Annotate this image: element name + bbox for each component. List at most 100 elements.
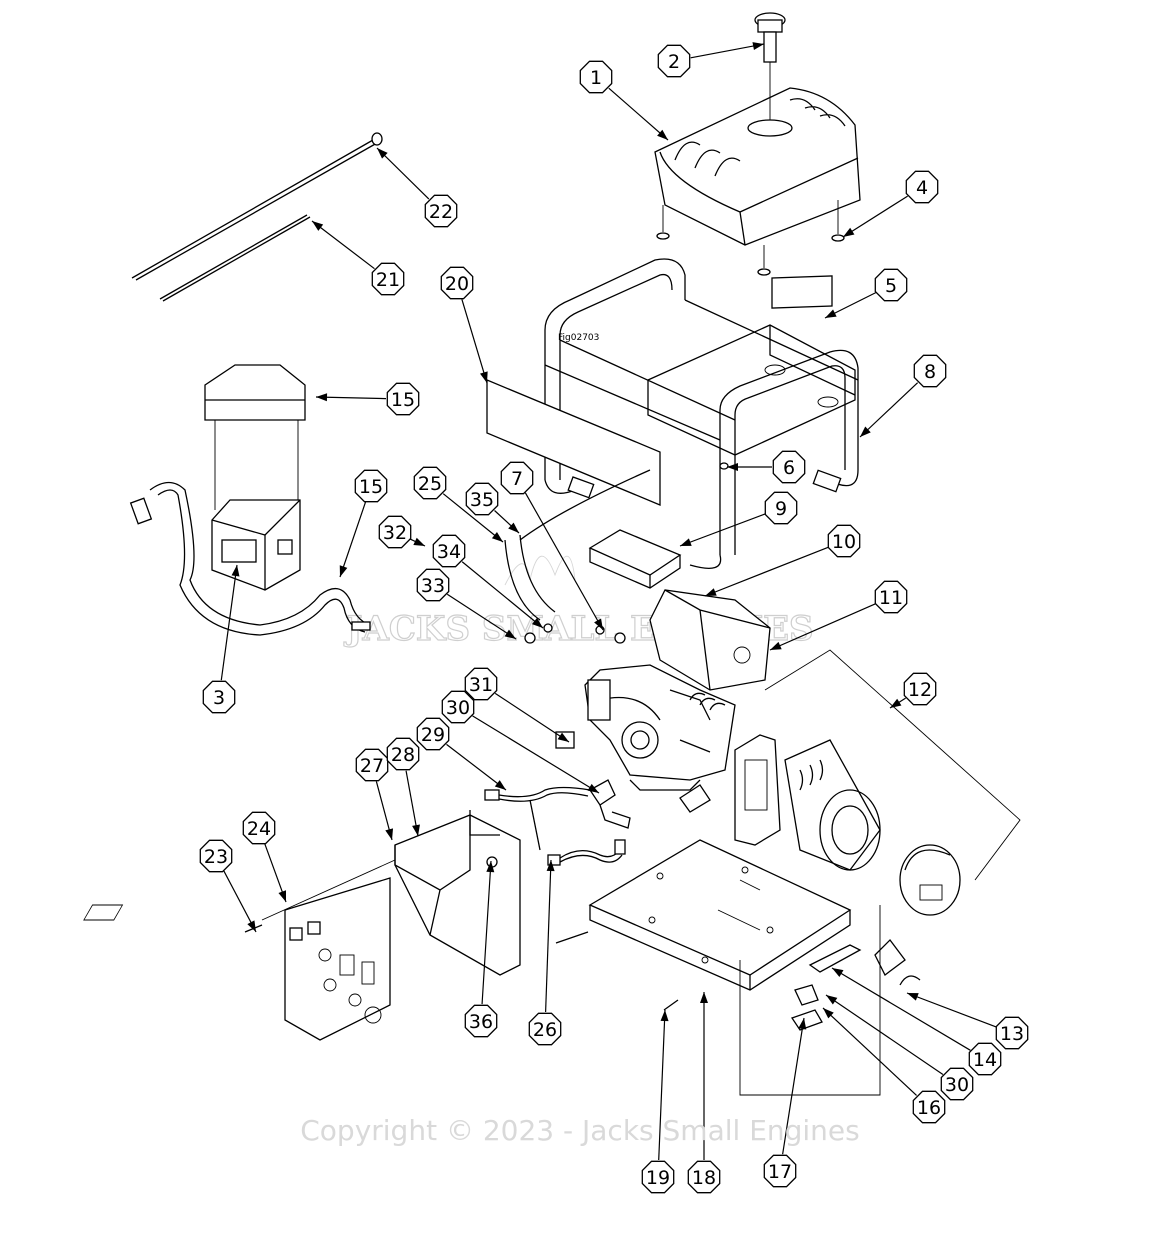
part-22-rod xyxy=(131,132,383,281)
leader-line xyxy=(690,43,765,59)
callout-1: 1 xyxy=(579,60,669,141)
callout-2: 2 xyxy=(657,42,765,78)
callout-17: 17 xyxy=(763,1017,807,1188)
leader-line xyxy=(842,195,908,238)
callout-16: 16 xyxy=(822,1007,946,1124)
callout-octagon xyxy=(416,568,450,602)
leader-line xyxy=(524,492,604,631)
callout-label: 33 xyxy=(421,575,445,597)
arrow-head xyxy=(504,629,516,639)
callout-label: 11 xyxy=(879,587,903,609)
callout-label: 34 xyxy=(437,541,461,563)
leader-line xyxy=(481,860,492,1005)
arrow-head xyxy=(826,995,838,1005)
leader-line xyxy=(704,546,829,597)
callout-label: 29 xyxy=(421,724,445,746)
arrow-head xyxy=(413,537,425,546)
callout-octagon xyxy=(763,1154,797,1188)
callout-octagon xyxy=(500,461,534,495)
part-1-fuel-tank xyxy=(654,87,861,246)
callout-octagon xyxy=(464,1004,498,1038)
callout-octagon xyxy=(441,690,475,724)
arrow-head xyxy=(752,42,764,50)
arrow-head xyxy=(508,522,519,533)
callout-label: 9 xyxy=(775,498,787,520)
callout-octagon xyxy=(413,466,447,500)
arrow-head xyxy=(700,992,708,1003)
callout-label: 35 xyxy=(470,489,494,511)
callout-label: 30 xyxy=(446,697,470,719)
callout-layer: 1245869101112202122151532535732343331302… xyxy=(199,42,1029,1194)
arrow-head xyxy=(546,860,555,872)
arrow-head xyxy=(377,148,388,159)
callout-9: 9 xyxy=(679,491,798,547)
callout-octagon xyxy=(641,1160,675,1194)
arrow-head xyxy=(480,371,488,383)
part-30-clip xyxy=(794,984,819,1006)
arrow-head xyxy=(770,641,782,650)
leader-line xyxy=(658,1009,666,1161)
callout-29: 29 xyxy=(416,717,507,791)
arrow-head xyxy=(890,698,902,708)
arrow-head xyxy=(278,890,286,902)
bracket-arm xyxy=(599,804,631,829)
part-34-nut xyxy=(543,623,553,633)
part-6-grommet xyxy=(719,462,729,470)
arrow-head xyxy=(680,538,692,546)
callout-28: 28 xyxy=(386,737,420,837)
arrow-head xyxy=(825,309,837,318)
callout-label: 31 xyxy=(469,674,493,696)
part-2-fuel-cap xyxy=(754,12,786,120)
arrow-head xyxy=(339,565,348,577)
callout-22: 22 xyxy=(376,147,458,228)
callout-14: 14 xyxy=(831,967,1002,1076)
arrow-head xyxy=(412,824,420,836)
assembly-bracket-line xyxy=(739,905,881,1096)
callout-31: 31 xyxy=(464,667,570,743)
callout-label: 25 xyxy=(418,473,442,495)
callout-label: 30 xyxy=(945,1074,969,1096)
leader-line xyxy=(461,299,488,384)
callout-octagon xyxy=(464,667,498,701)
leader-line xyxy=(679,513,766,547)
engine-mount xyxy=(679,784,711,813)
callout-octagon xyxy=(913,354,947,388)
arrow-head xyxy=(312,221,324,231)
callout-label: 12 xyxy=(908,679,932,701)
part-15-battery-tray xyxy=(211,499,301,591)
leader-line xyxy=(494,692,570,743)
callout-octagon xyxy=(386,382,420,416)
callout-octagon xyxy=(772,450,806,484)
callout-label: 36 xyxy=(469,1011,493,1033)
fitting-2 xyxy=(614,632,626,644)
leader-line xyxy=(782,1017,805,1155)
callout-label: 17 xyxy=(768,1161,792,1183)
arrow-head xyxy=(494,780,506,790)
leader-line xyxy=(339,501,367,578)
callout-octagon xyxy=(440,266,474,300)
part-17-clamp xyxy=(790,1009,823,1031)
engine-assembly xyxy=(584,664,736,791)
callout-octagon xyxy=(465,482,499,516)
callout-octagon xyxy=(355,748,389,782)
callout-18: 18 xyxy=(687,992,721,1194)
callout-20: 20 xyxy=(440,266,488,384)
callout-30: 30 xyxy=(825,994,974,1101)
callout-19: 19 xyxy=(641,1009,675,1194)
callout-label: 26 xyxy=(533,1019,557,1041)
callout-11: 11 xyxy=(769,580,908,651)
leader-line xyxy=(442,493,504,543)
callout-label: 7 xyxy=(511,468,523,490)
callout-octagon xyxy=(905,170,939,204)
callout-octagon xyxy=(827,524,861,558)
callout-label: 2 xyxy=(668,51,680,73)
callout-label: 1 xyxy=(590,67,602,89)
arrow-head xyxy=(557,732,569,742)
callout-25: 25 xyxy=(413,466,504,543)
arrow-head xyxy=(843,227,855,237)
callout-octagon xyxy=(764,491,798,525)
part-15-battery-cover xyxy=(204,364,306,510)
callout-3: 3 xyxy=(202,564,240,714)
callout-label: 24 xyxy=(247,818,271,840)
